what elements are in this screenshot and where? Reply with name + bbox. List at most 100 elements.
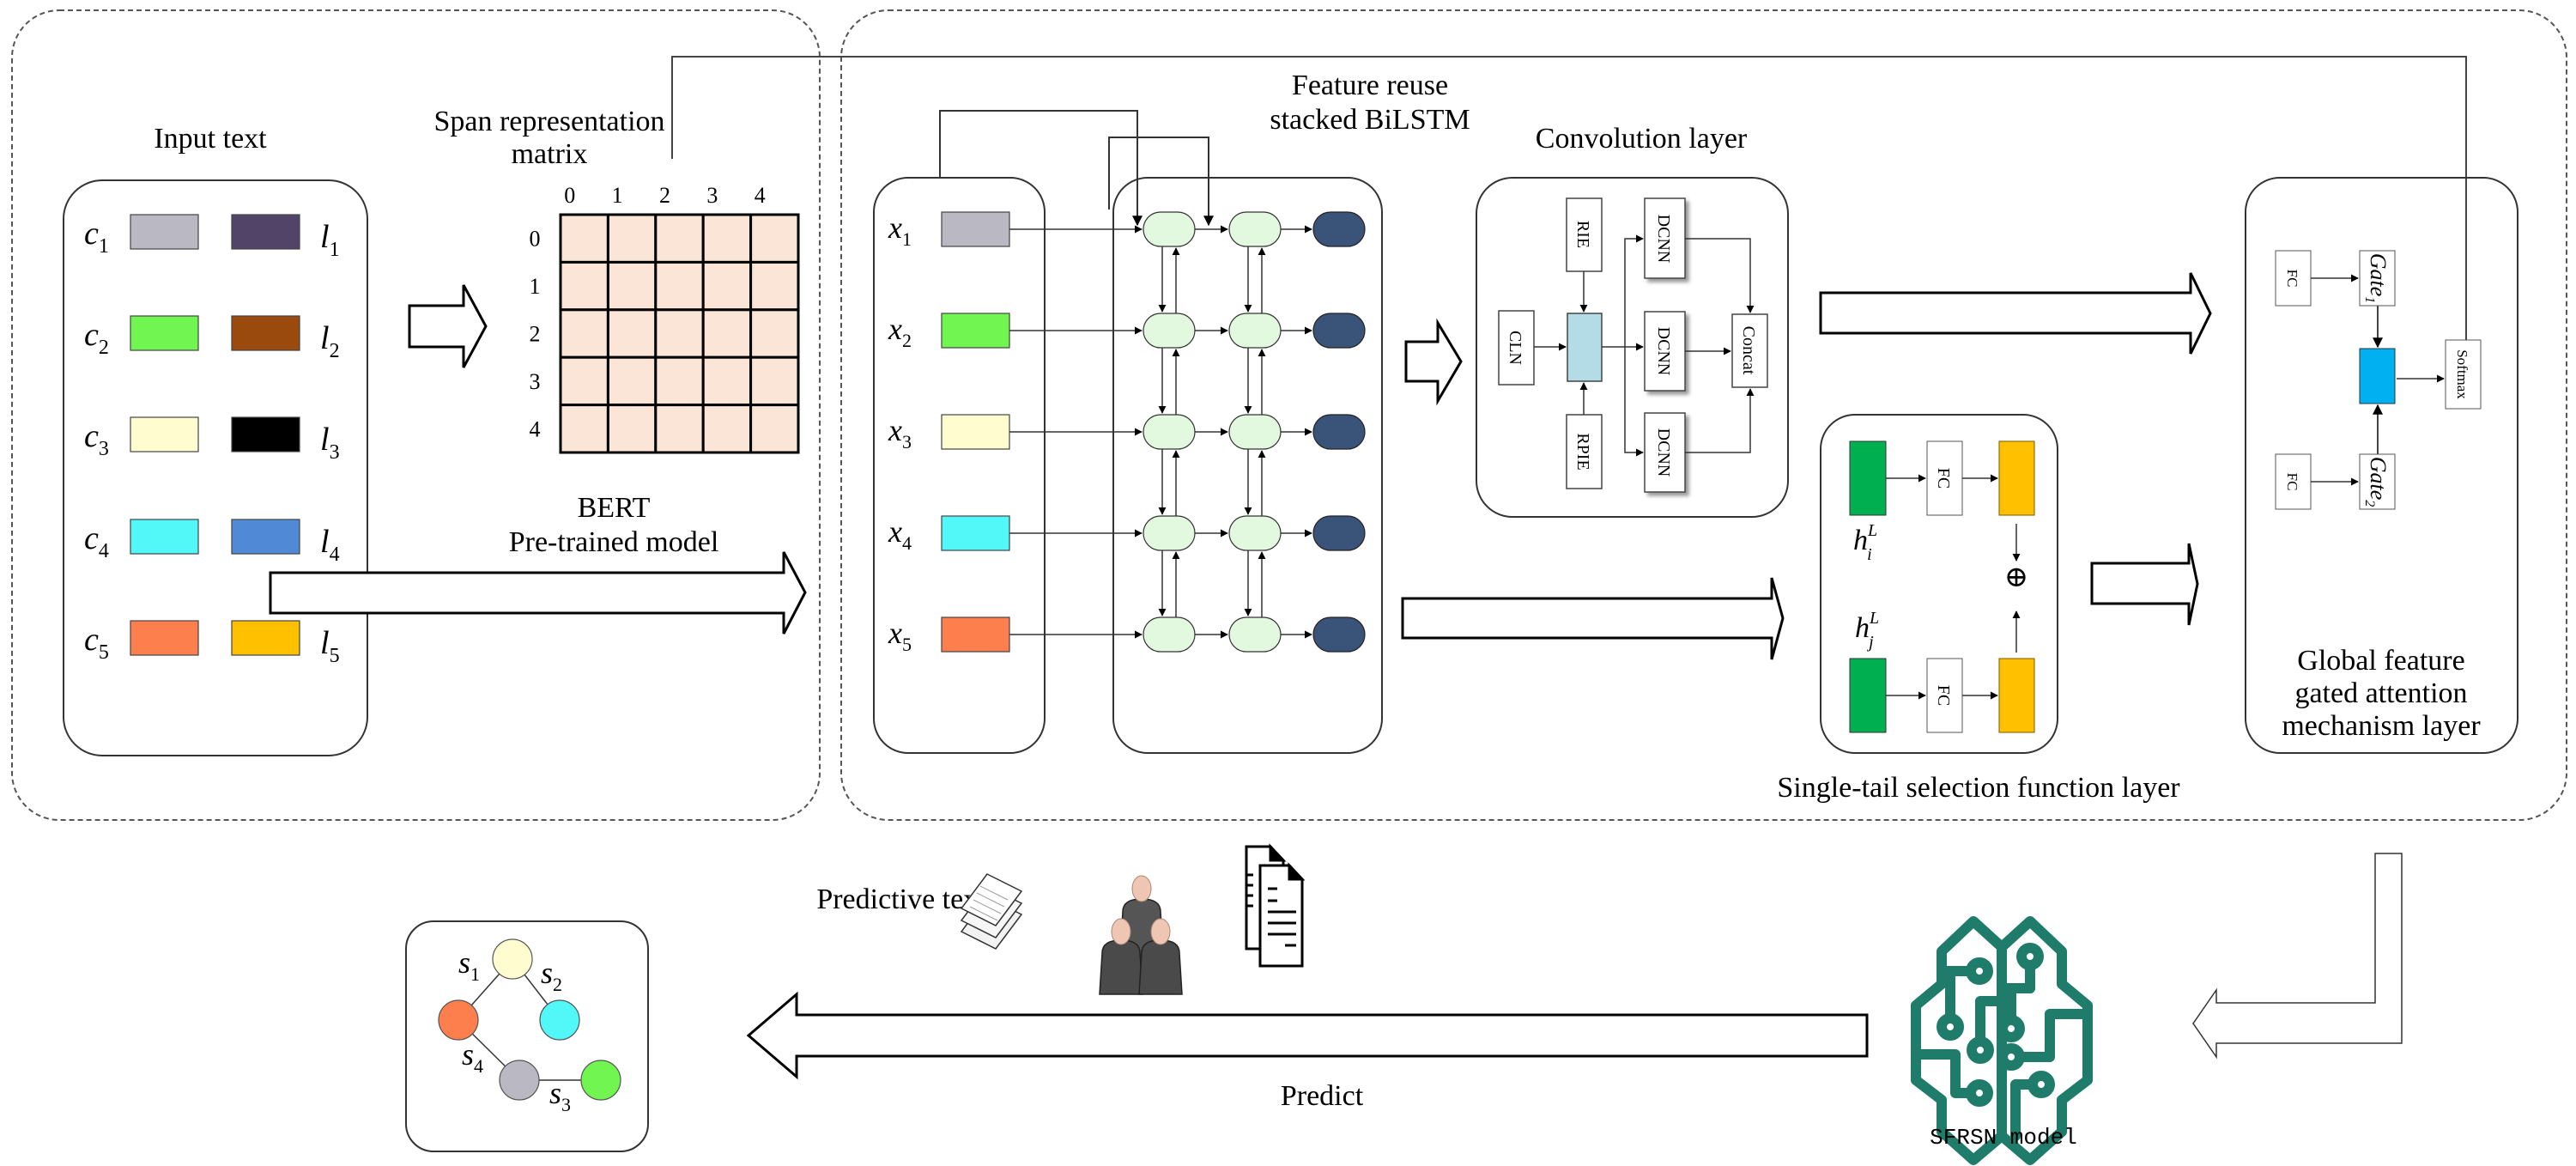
cln-label: CLN <box>1506 331 1524 365</box>
edge-label-s3: s3 <box>549 1076 571 1115</box>
forward-lstm-cell <box>1143 313 1196 349</box>
matrix-cell <box>749 308 800 359</box>
backward-lstm-cell <box>1228 414 1282 450</box>
dcnn-label-2: DCNN <box>1654 327 1673 376</box>
input-text-box <box>63 179 368 756</box>
input-embedding-2 <box>941 313 1010 349</box>
fc-label-top: FC <box>1934 468 1953 489</box>
edge-label-s1: s1 <box>458 945 480 985</box>
forward-lstm-cell <box>1143 616 1196 653</box>
matrix-cell <box>559 355 609 407</box>
matrix-row-index: 2 <box>530 322 541 347</box>
input-var-label-1: x1 <box>888 210 912 250</box>
char-label-5: c5 <box>84 622 109 664</box>
label-embedding-2 <box>231 315 300 351</box>
matrix-cell <box>559 260 609 312</box>
matrix-cell <box>701 260 753 312</box>
lstm-output-node <box>1312 515 1366 551</box>
graph-node <box>539 999 580 1041</box>
graph-node <box>499 1060 540 1101</box>
input-embedding-5 <box>941 616 1010 653</box>
concat-label: Concat <box>1739 326 1758 375</box>
fc-label-bottom: FC <box>1934 685 1953 706</box>
forward-lstm-cell <box>1143 414 1196 450</box>
concat-block <box>1731 313 1768 388</box>
matrix-cell <box>654 213 705 264</box>
char-embedding-4 <box>130 519 199 555</box>
char-label-3: c3 <box>84 418 109 460</box>
fc-gate2-label: FC <box>2284 473 2300 491</box>
graph-node <box>438 999 479 1041</box>
matrix-cell <box>606 308 658 359</box>
predictive-text-label: Predictive text <box>816 884 986 915</box>
fusion-block <box>1567 313 1603 382</box>
matrix-cell <box>749 404 800 454</box>
bert-label: BERT <box>578 492 651 524</box>
label-embedding-3 <box>231 416 300 452</box>
right-dashed-container <box>840 9 2567 821</box>
predict-label: Predict <box>1281 1080 1364 1112</box>
matrix-col-index: 2 <box>659 183 670 208</box>
label-embedding-5 <box>231 620 300 656</box>
fc-gate1-label: FC <box>2284 270 2300 288</box>
rie-block <box>1566 197 1603 272</box>
predict-arrow <box>746 991 1869 1080</box>
to-matrix-arrow <box>408 284 488 368</box>
conv-layer-box <box>1476 177 1789 518</box>
matrix-cell <box>701 355 753 407</box>
fc-block-gate1 <box>2275 250 2312 307</box>
matrix-cell <box>749 260 800 312</box>
dcnn-label-1: DCNN <box>1654 215 1673 264</box>
softmax-block <box>2445 339 2482 410</box>
bilstm-box <box>1112 177 1383 754</box>
proj-j-vector <box>1998 658 2035 733</box>
input-embedding-4 <box>941 515 1010 551</box>
gate1-label: Gate1 <box>2362 253 2391 304</box>
softmax-label: Softmax <box>2454 349 2470 399</box>
edge-label-s2: s2 <box>541 956 562 995</box>
matrix-cell <box>559 404 609 454</box>
h-i-vector <box>1849 440 1887 516</box>
dcnn-label-3: DCNN <box>1654 428 1673 477</box>
dcnn-block-1 <box>1644 197 1686 279</box>
input-embedding-3 <box>941 414 1010 450</box>
cln-block <box>1498 310 1535 386</box>
matrix-cell <box>701 308 753 359</box>
matrix-cell <box>749 213 800 264</box>
global-title-line2: gated attention <box>2294 677 2467 709</box>
dcnn-block-2 <box>1644 311 1686 392</box>
label-label-3: l3 <box>320 422 340 464</box>
matrix-col-index: 3 <box>706 183 718 208</box>
matrix-cell <box>654 308 705 359</box>
attention-fusion-block <box>2359 348 2396 404</box>
matrix-cell <box>559 308 609 359</box>
input-var-label-3: x3 <box>888 413 912 452</box>
single-tail-to-global-arrow <box>2090 543 2199 626</box>
sfrsn-model-caption: SFRSN model <box>1930 1125 2077 1151</box>
gate2-label: Gate2 <box>2362 457 2391 507</box>
forward-lstm-cell <box>1143 211 1196 247</box>
left-dashed-container <box>11 9 821 821</box>
char-label-2: c2 <box>84 317 109 359</box>
h-j-vector <box>1849 658 1887 733</box>
to-single-tail-arrow <box>1401 577 1785 660</box>
matrix-row-index: 1 <box>530 274 541 299</box>
forward-lstm-cell <box>1143 515 1196 551</box>
matrix-cell <box>559 213 609 264</box>
rpie-label: RPIE <box>1573 433 1592 470</box>
dcnn1-to-concat <box>1685 238 1755 313</box>
embedding-input-box <box>873 177 1046 754</box>
global-title-line3: mechanism layer <box>2282 710 2481 742</box>
conv-to-global-arrow <box>1819 272 2212 355</box>
fc-block-gate2 <box>2275 453 2312 510</box>
matrix-col-index: 4 <box>755 183 766 208</box>
matrix-cell <box>606 355 658 407</box>
conv-layer-title: Convolution layer <box>1536 123 1748 155</box>
label-label-1: l1 <box>320 219 340 261</box>
lstm-output-node <box>1312 616 1366 653</box>
return-arrow <box>2192 853 2403 1060</box>
